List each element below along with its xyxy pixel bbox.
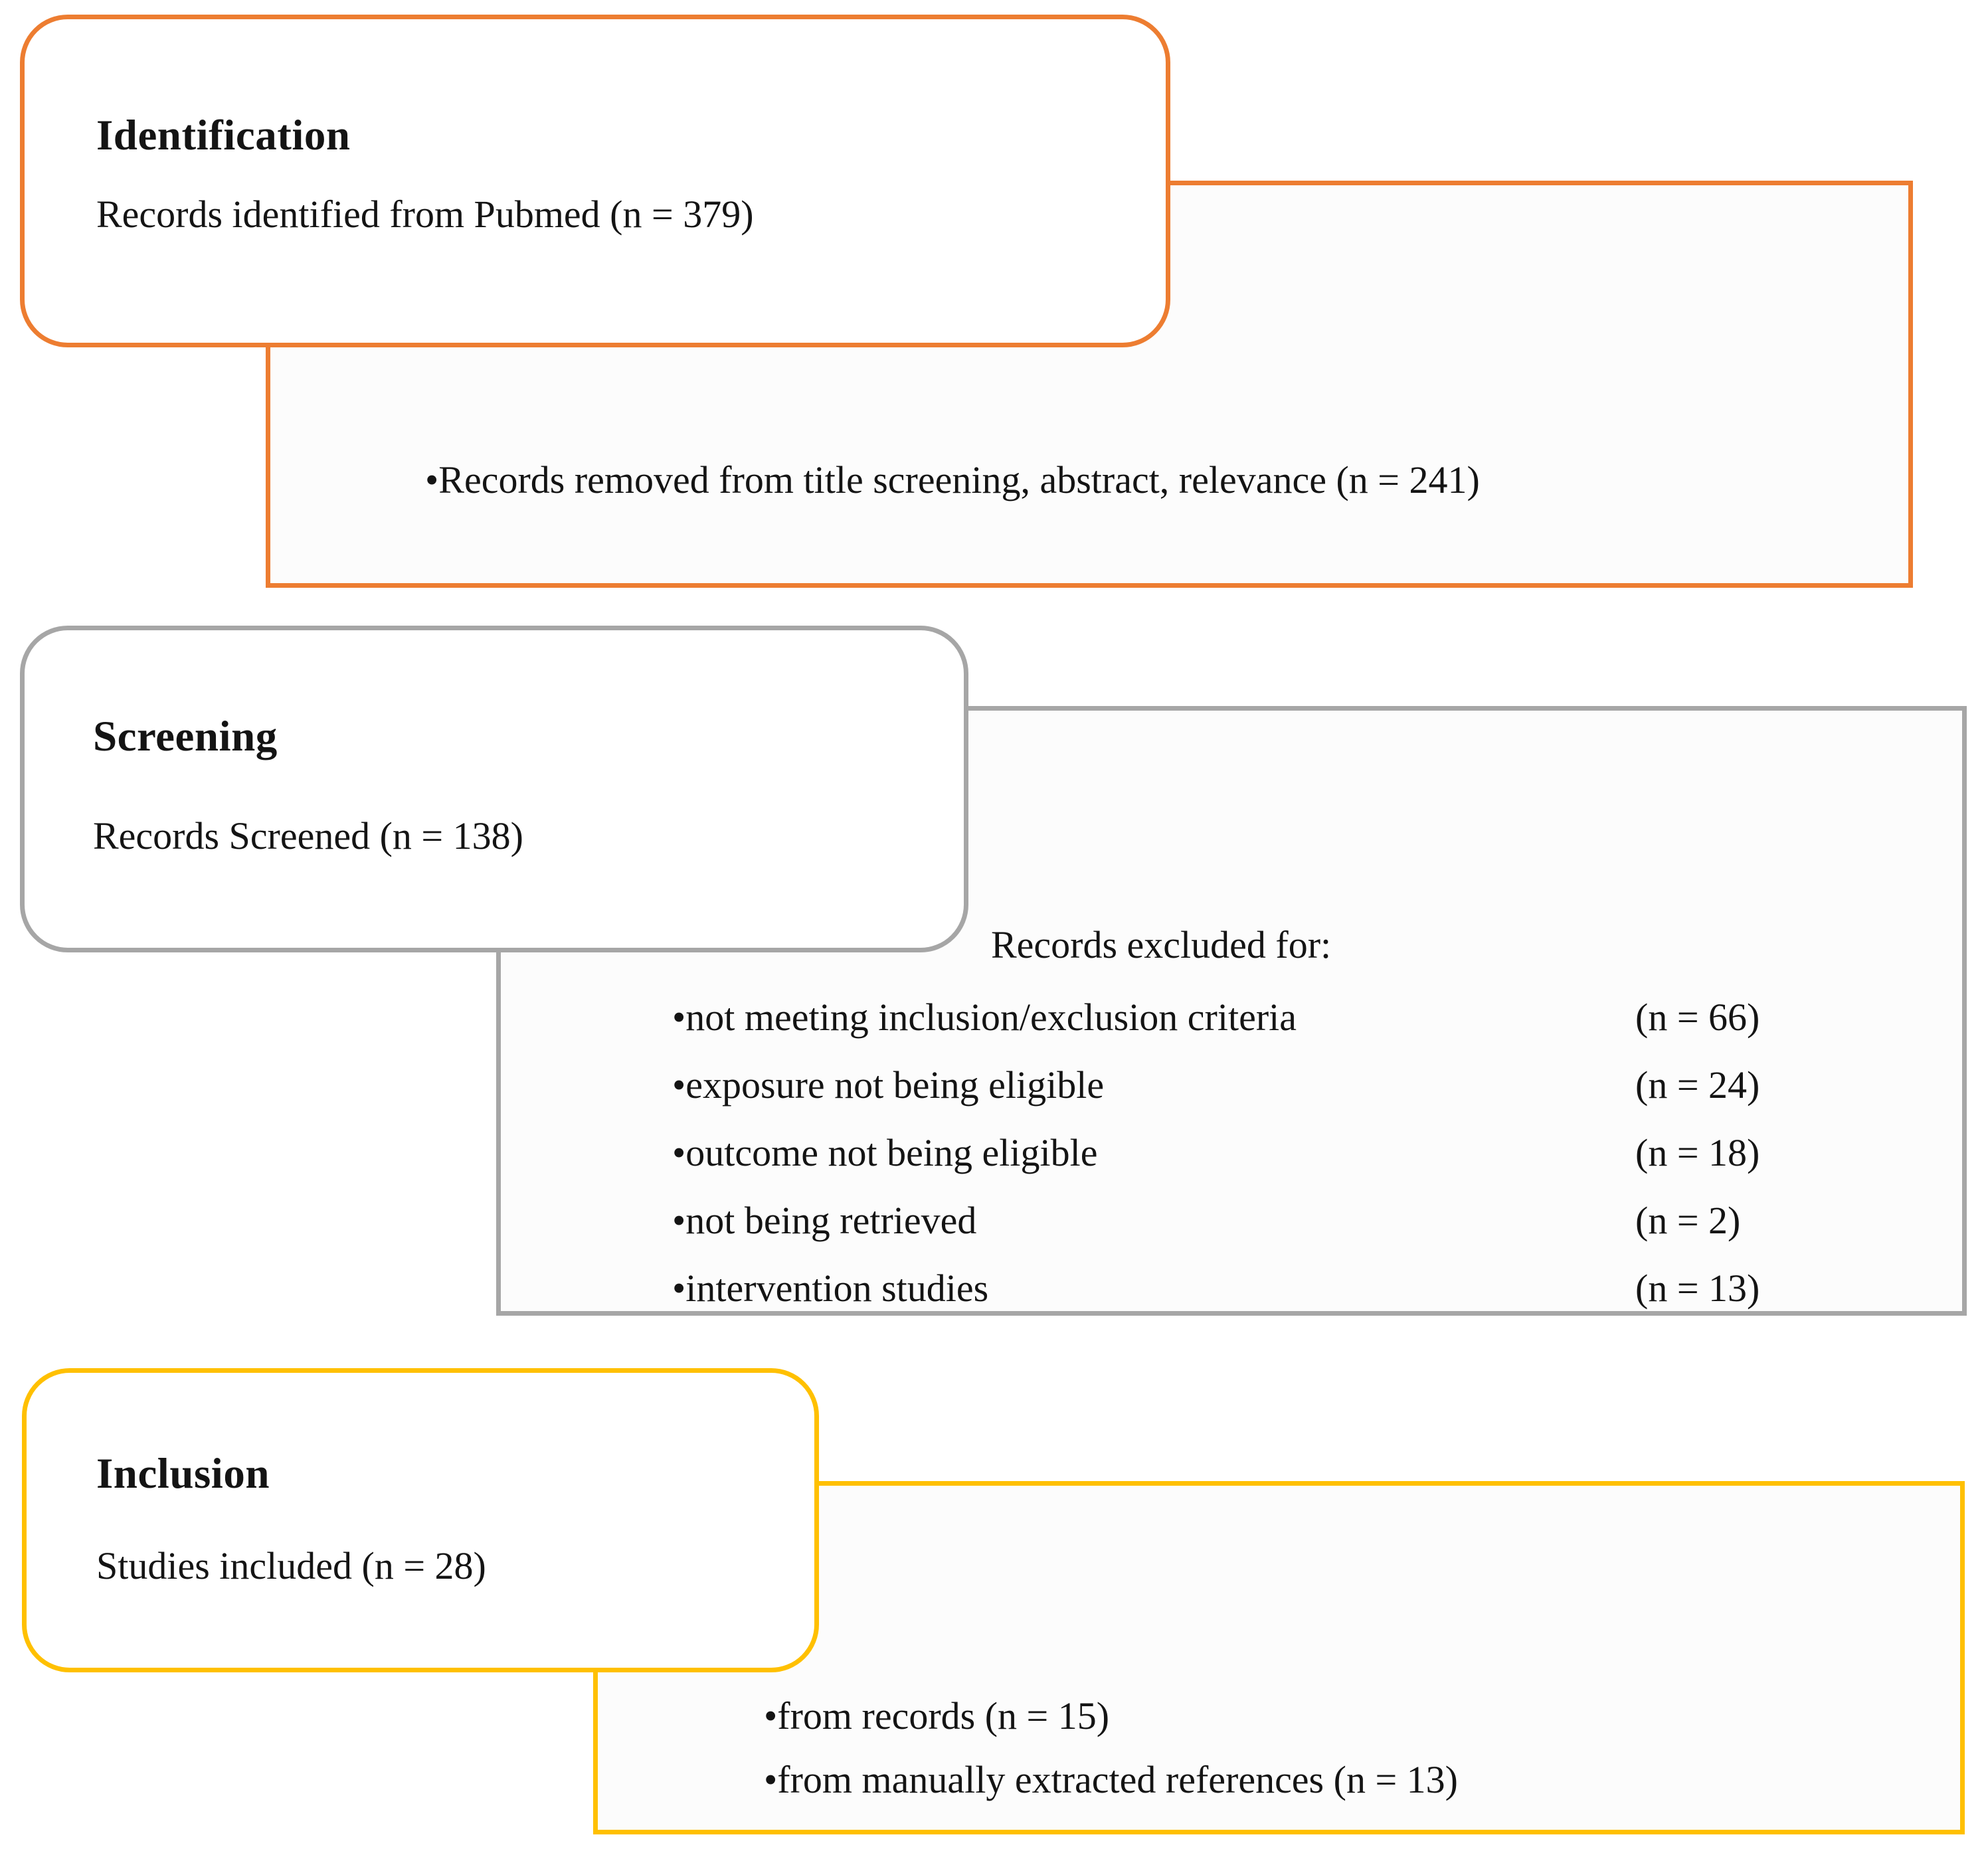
- inclusion-source-row: •from records (n = 15): [764, 1694, 1110, 1737]
- exclusion-row-value: (n = 66): [1635, 996, 1760, 1039]
- exclusion-row-label: •intervention studies: [672, 1267, 989, 1310]
- inclusion-title: Inclusion: [96, 1450, 270, 1498]
- identification-removed-note: •Records removed from title screening, a…: [425, 458, 1480, 501]
- screening-box: [20, 626, 968, 952]
- exclusion-row-label: •exposure not being eligible: [672, 1063, 1105, 1106]
- exclusion-row-value: (n = 18): [1635, 1131, 1760, 1174]
- inclusion-source-row: •from manually extracted references (n =…: [764, 1758, 1458, 1801]
- inclusion-box: [22, 1368, 819, 1672]
- exclusion-row-label: •outcome not being eligible: [672, 1131, 1098, 1174]
- identification-body: Records identified from Pubmed (n = 379): [96, 193, 754, 236]
- exclusion-row-value: (n = 24): [1635, 1063, 1760, 1106]
- exclusion-row-value: (n = 13): [1635, 1267, 1760, 1310]
- identification-title: Identification: [96, 112, 351, 159]
- exclusion-row-label: •not being retrieved: [672, 1199, 977, 1242]
- screening-excluded-heading: Records excluded for:: [991, 923, 1332, 966]
- identification-box: [20, 15, 1170, 347]
- exclusion-row-label: •not meeting inclusion/exclusion criteri…: [672, 996, 1297, 1039]
- exclusion-row-value: (n = 2): [1635, 1199, 1741, 1242]
- inclusion-body: Studies included (n = 28): [96, 1544, 486, 1587]
- screening-title: Screening: [93, 713, 278, 760]
- inclusion-sources-panel: [593, 1481, 1965, 1834]
- screening-body: Records Screened (n = 138): [93, 814, 523, 857]
